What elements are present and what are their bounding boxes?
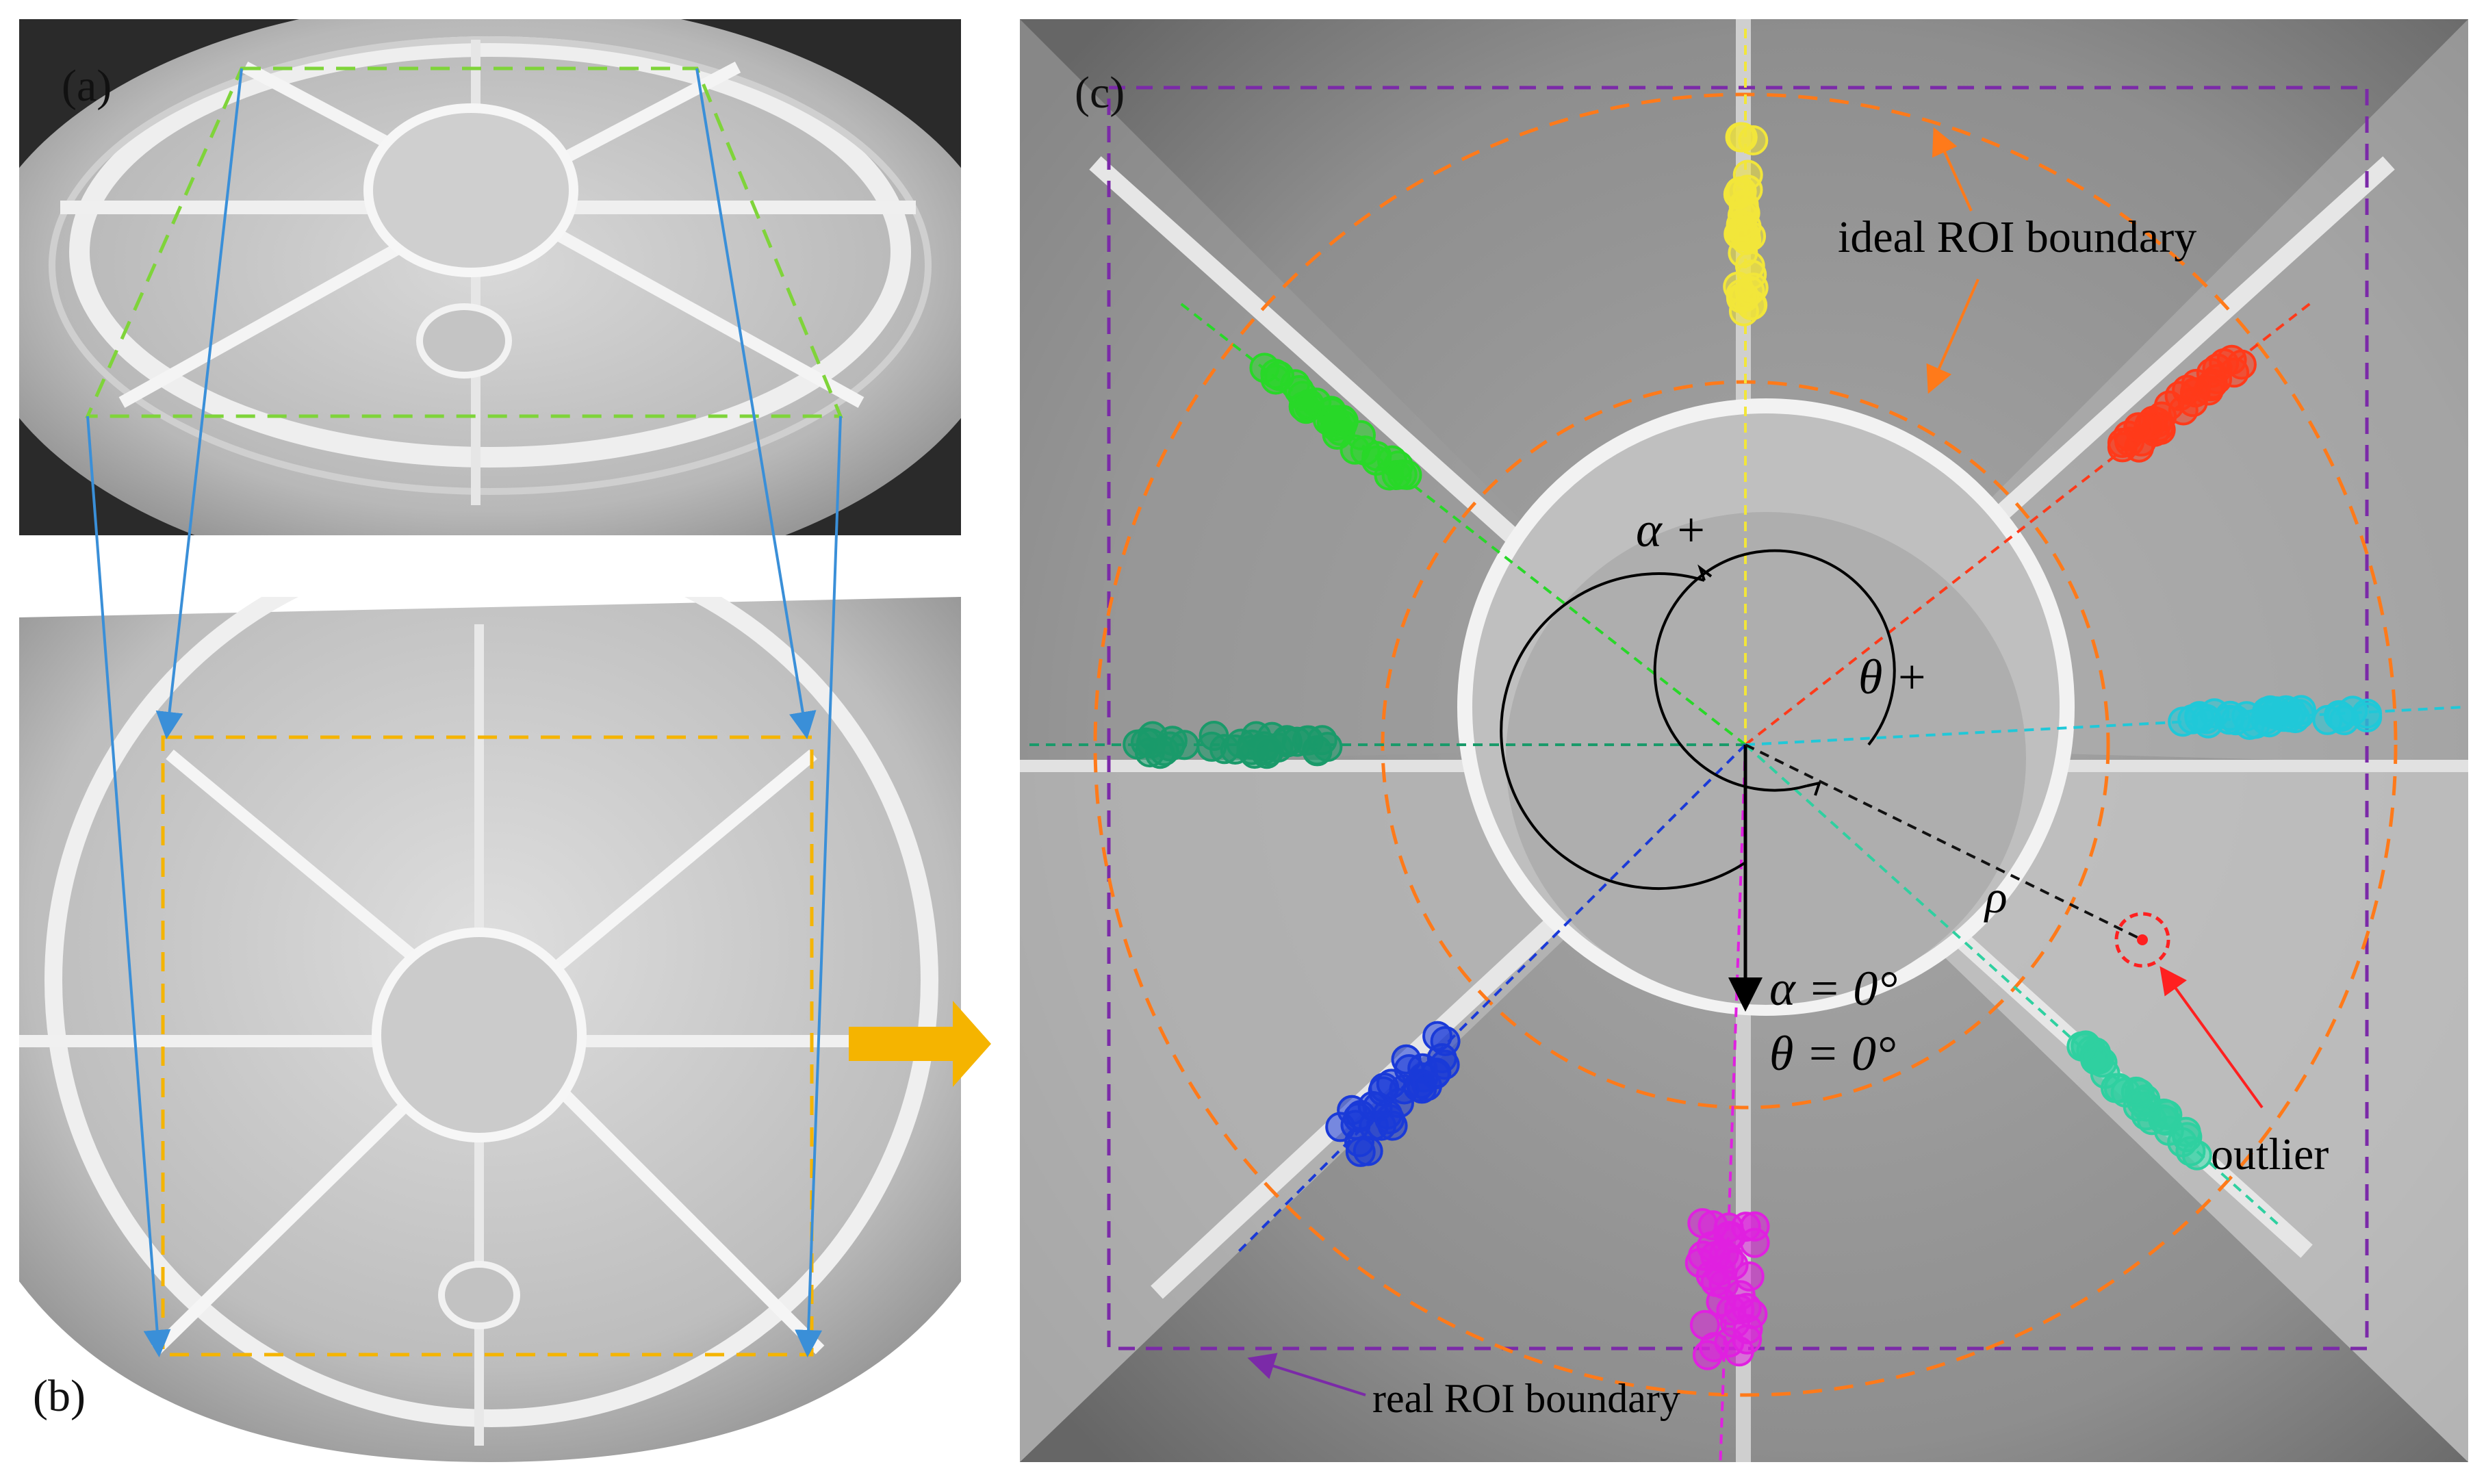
feature-point xyxy=(2120,1076,2151,1107)
panel-c-label: (c) xyxy=(1075,68,1125,118)
feature-point xyxy=(1157,726,1188,756)
panel-c-photo: (c) xyxy=(1020,19,2468,1462)
feature-point xyxy=(2202,353,2233,384)
panel-b-label: (b) xyxy=(33,1371,86,1421)
feature-point xyxy=(1728,296,1759,327)
feature-point xyxy=(1292,725,1322,756)
feature-point xyxy=(1327,405,1358,435)
feature-point xyxy=(1381,460,1412,490)
feature-point xyxy=(1687,1208,1718,1238)
feature-point xyxy=(1713,1221,1744,1252)
feature-point xyxy=(1130,727,1161,758)
feature-point xyxy=(2329,705,2359,736)
feature-point xyxy=(2251,704,2281,735)
feature-point xyxy=(1374,1104,1405,1135)
feature-point xyxy=(1727,122,1758,153)
feature-point xyxy=(1422,1021,1453,1051)
panel-b-image xyxy=(19,597,961,1462)
feature-point xyxy=(2181,368,2212,399)
panel-b-photo: (b) xyxy=(19,597,961,1462)
feature-point xyxy=(1253,736,1284,767)
panel-c-image xyxy=(1020,19,2468,1462)
feature-point xyxy=(2123,412,2154,443)
panel-a-photo: (a) xyxy=(19,19,961,535)
feature-point xyxy=(2170,1116,2201,1147)
panel-a-image xyxy=(19,19,961,535)
panel-a-label: (a) xyxy=(62,61,112,111)
feature-point xyxy=(1731,1292,1762,1323)
feature-point xyxy=(1412,1071,1442,1101)
feature-point xyxy=(2066,1031,2097,1062)
feature-point xyxy=(1739,1211,1770,1242)
feature-point xyxy=(1340,434,1370,465)
feature-point xyxy=(1732,175,1763,205)
feature-point xyxy=(1288,391,1319,422)
feature-point xyxy=(1729,218,1760,249)
feature-point xyxy=(1264,361,1295,392)
feature-point xyxy=(1689,1309,1720,1340)
feature-point xyxy=(2153,390,2184,421)
feature-point xyxy=(2199,698,2230,729)
feature-point xyxy=(2286,695,2316,726)
feature-point xyxy=(1732,1324,1763,1355)
feature-point xyxy=(1199,721,1229,751)
feature-point xyxy=(1345,1136,1376,1167)
feature-clusters xyxy=(1027,26,2463,1462)
